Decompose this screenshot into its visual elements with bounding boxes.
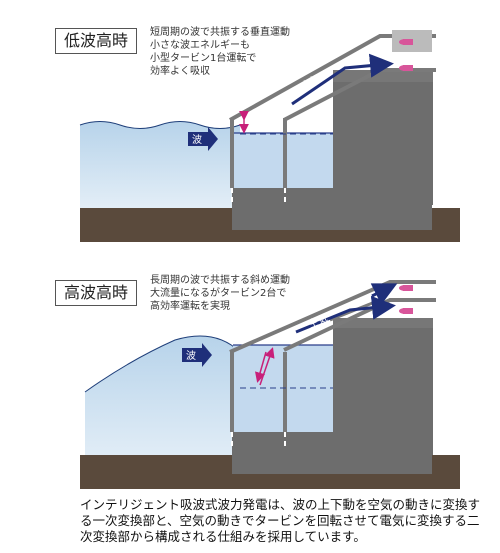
turbine-icon	[399, 65, 413, 71]
front-wall	[230, 118, 234, 188]
wave-arrow-body	[188, 132, 208, 146]
wave-arrow-head	[208, 127, 218, 151]
turbine-icon	[399, 308, 413, 314]
air-flow-arrow	[291, 53, 394, 106]
panel-high-wave	[80, 280, 460, 489]
wave-label: 波	[192, 133, 202, 146]
caisson	[333, 80, 433, 205]
motion-arrow	[255, 351, 267, 383]
wave-arrow-head	[202, 343, 212, 367]
caisson-top	[333, 318, 433, 328]
note-line: 効率よく吸収	[150, 66, 210, 77]
air-flow-arrow-upper	[370, 283, 398, 305]
turbine-icon	[399, 285, 413, 291]
panel-low-wave	[79, 30, 460, 242]
note-line: 高効率運転を実現	[150, 301, 230, 312]
water-body	[80, 121, 240, 208]
water-surface	[79, 121, 241, 129]
note-line: 短周期の波で共振する垂直運動	[150, 27, 290, 38]
wave-label: 波	[186, 349, 196, 362]
wave-arrow-body	[182, 348, 202, 362]
inner-wall	[283, 118, 287, 188]
panel-note: 短周期の波で共振する垂直運動 小さな波エネルギーも 小型タービン1台運転で 効率…	[150, 26, 290, 78]
panel-title: 低波高時	[55, 28, 138, 54]
panel-note: 長周期の波で共振する斜め運動 大流量になるがタービン2台で 高効率運転を実現	[150, 274, 290, 313]
water-surface	[84, 335, 241, 393]
air-flow-arrow	[295, 295, 396, 334]
duct-outer	[229, 280, 436, 354]
note-line: 小さな波エネルギーも	[150, 40, 250, 51]
caption: インテリジェント吸波式波力発電は、波の上下動を空気の動きに変換する一次変換部と、…	[80, 497, 481, 544]
inner-wall	[283, 352, 287, 432]
note-line: 大流量になるがタービン2台で	[150, 288, 287, 299]
turbine-icon	[399, 39, 413, 45]
front-wall	[230, 352, 234, 432]
panel-title: 高波高時	[55, 280, 138, 306]
water-body	[85, 336, 240, 463]
note-line: 小型タービン1台運転で	[150, 53, 257, 64]
note-line: 長周期の波で共振する斜め運動	[150, 275, 290, 286]
caisson	[333, 325, 433, 455]
